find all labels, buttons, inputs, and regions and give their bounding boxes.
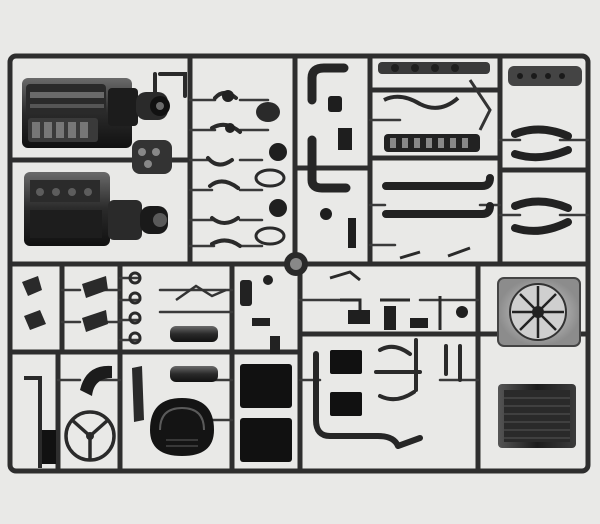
suspension-arm-part <box>508 66 582 235</box>
small-fittings <box>240 275 280 354</box>
cylinder-head-part <box>132 140 172 174</box>
sprue-hub <box>284 252 308 276</box>
battery-part <box>42 430 56 464</box>
fuel-tank-part <box>170 326 218 382</box>
tailpipe-part <box>313 351 423 449</box>
pipe-part <box>382 174 494 218</box>
rod-part <box>24 376 42 468</box>
brake-line-part <box>175 284 227 302</box>
manifold-parts <box>153 72 242 248</box>
sprue-runner-frame <box>7 53 591 474</box>
washer-parts <box>128 271 142 345</box>
bracket-parts <box>348 306 468 330</box>
radiator-core-part <box>498 384 576 448</box>
valve-parts <box>222 90 287 246</box>
steering-column-parts <box>329 246 471 330</box>
seat-panel-part <box>240 364 292 462</box>
exhaust-manifold-part <box>378 62 492 152</box>
engine-block-part <box>22 78 170 148</box>
block-parts <box>330 350 362 416</box>
lever-parts <box>22 276 108 332</box>
mudguard-part <box>132 366 144 422</box>
linkage-parts <box>374 338 462 402</box>
exhaust-pipe-part <box>307 63 351 193</box>
radiator-fan-part <box>497 277 581 347</box>
gearbox-part <box>24 172 168 246</box>
fender-part <box>80 365 112 396</box>
wheel-arch-part <box>150 398 214 456</box>
small-brackets <box>320 96 356 248</box>
